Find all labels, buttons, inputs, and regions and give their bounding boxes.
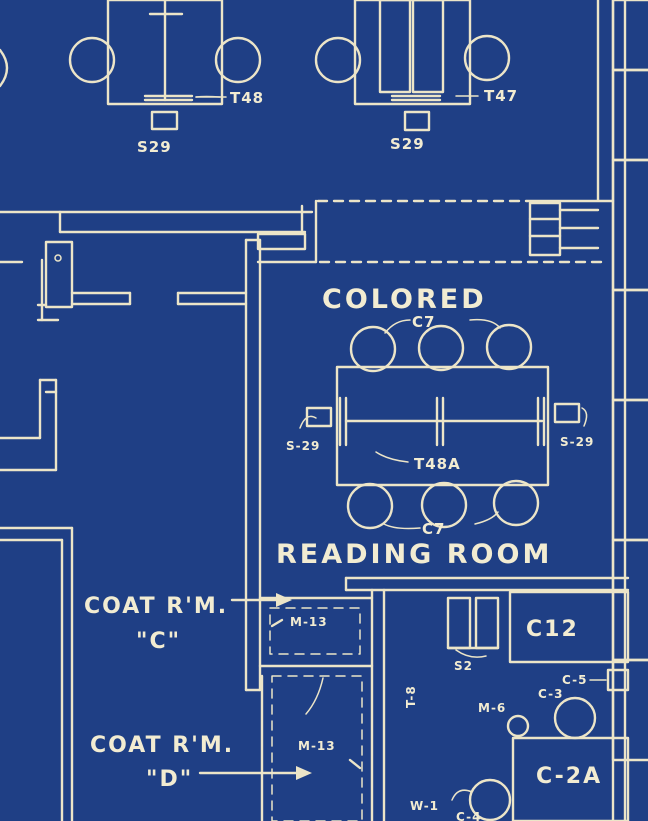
lamp-m6 bbox=[506, 714, 530, 738]
coat-room-c-fixture bbox=[269, 607, 361, 655]
label-c2a: C-2A bbox=[536, 764, 602, 789]
leader-line bbox=[581, 407, 588, 427]
label-c4: C-4 bbox=[456, 810, 481, 821]
table-t48 bbox=[106, 0, 224, 106]
room-title-reading-room: READING ROOM bbox=[276, 539, 552, 570]
label-c5: C-5 bbox=[562, 673, 587, 687]
leader-line bbox=[384, 319, 411, 334]
chair-icon bbox=[468, 778, 512, 821]
label-m13-lower: M-13 bbox=[298, 739, 336, 753]
box-c5 bbox=[606, 668, 630, 692]
coat-room-d-title: COAT R'M. bbox=[90, 733, 234, 758]
stool-s29 bbox=[150, 110, 179, 131]
leader-line bbox=[375, 451, 409, 463]
stool-s29 bbox=[403, 110, 431, 132]
label-m13-upper: M-13 bbox=[290, 615, 328, 629]
label-t47: T47 bbox=[484, 87, 518, 105]
chair-icon bbox=[463, 34, 511, 82]
coat-room-d-letter: "D" bbox=[146, 767, 193, 792]
chair-icon bbox=[214, 36, 262, 84]
chair-icon bbox=[346, 482, 394, 530]
label-t48: T48 bbox=[230, 89, 264, 107]
chair-icon bbox=[420, 481, 468, 529]
label-s2: S2 bbox=[454, 659, 473, 673]
main-walls bbox=[0, 199, 615, 821]
label-t48a: T48A bbox=[414, 455, 461, 473]
label-s29-left: S29 bbox=[137, 138, 172, 156]
table-t48a bbox=[335, 365, 550, 487]
chair-icon bbox=[485, 323, 533, 371]
leader-line bbox=[451, 789, 473, 801]
desk-c2a bbox=[511, 736, 630, 821]
label-s29-table-right: S-29 bbox=[560, 435, 594, 449]
chair-icon bbox=[417, 324, 465, 372]
arrow-head-icon bbox=[276, 593, 292, 607]
label-t8: T-8 bbox=[404, 685, 418, 708]
leader-line bbox=[299, 415, 317, 429]
cabinet-c12 bbox=[508, 590, 630, 664]
leader-line bbox=[195, 95, 221, 98]
chair-icon bbox=[349, 325, 397, 373]
label-c12: C12 bbox=[526, 617, 579, 642]
leader-line bbox=[305, 677, 324, 715]
leader-line bbox=[383, 523, 421, 530]
label-s29-table-left: S-29 bbox=[286, 439, 320, 453]
top-furniture bbox=[0, 0, 511, 132]
coat-room-d-fixture bbox=[271, 675, 363, 821]
coat-room-c-letter: "C" bbox=[136, 629, 181, 654]
right-wall bbox=[596, 0, 648, 821]
label-c3: C-3 bbox=[538, 687, 563, 701]
label-c7-bottom: C7 bbox=[422, 520, 445, 538]
labels: T48 T47 S29 S29 COLORED C7 S-29 S-29 T48… bbox=[84, 87, 602, 821]
table-t47 bbox=[353, 0, 472, 106]
leader-line bbox=[469, 318, 501, 329]
chair-icon bbox=[0, 48, 9, 88]
room-title-colored: COLORED bbox=[322, 284, 487, 315]
chair-icon bbox=[314, 36, 362, 84]
chair-icon bbox=[553, 696, 597, 740]
arrow-head-icon bbox=[296, 766, 312, 780]
label-m6: M-6 bbox=[478, 701, 506, 715]
lower-walls bbox=[198, 576, 630, 821]
leader-line bbox=[474, 511, 499, 525]
chair-icon bbox=[492, 479, 540, 527]
label-s29-right: S29 bbox=[390, 135, 425, 153]
label-c7-top: C7 bbox=[412, 313, 435, 331]
label-w1: W-1 bbox=[410, 799, 439, 813]
reading-table-group bbox=[195, 95, 588, 530]
chair-icon bbox=[68, 36, 116, 84]
coat-room-c-title: COAT R'M. bbox=[84, 594, 228, 619]
leader-line bbox=[455, 649, 487, 658]
stool-s29 bbox=[553, 402, 581, 424]
